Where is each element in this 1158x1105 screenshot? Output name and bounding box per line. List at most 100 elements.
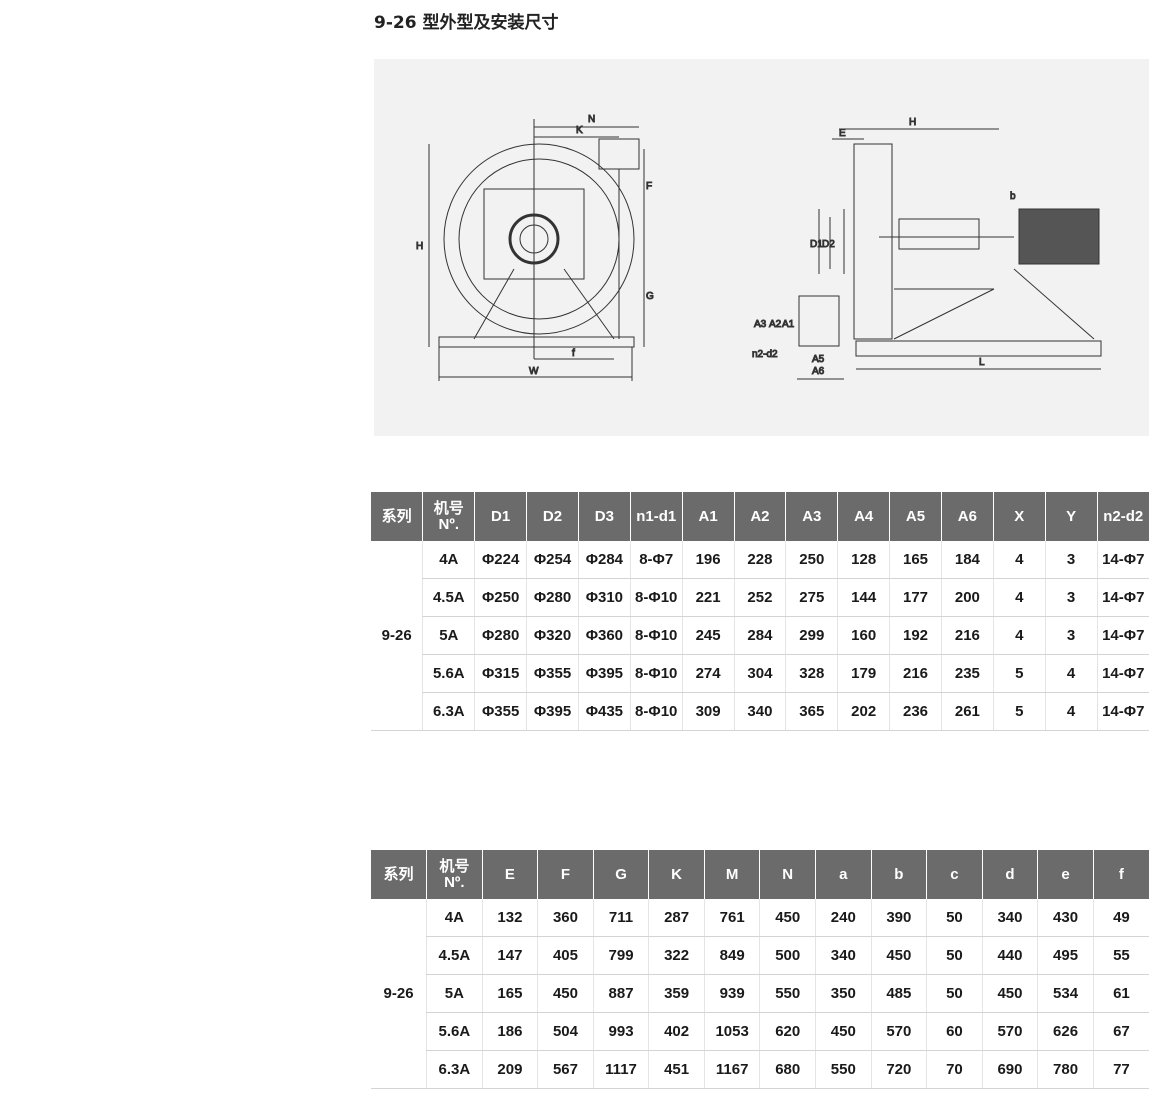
column-header: c bbox=[926, 850, 983, 899]
value-cell: 550 bbox=[815, 1050, 872, 1089]
value-cell: 165 bbox=[481, 974, 538, 1013]
label-A1: A1 bbox=[782, 319, 795, 330]
value-cell: 5 bbox=[992, 692, 1046, 731]
column-header: K bbox=[648, 850, 705, 899]
column-header: A3 bbox=[785, 492, 838, 541]
value-cell: 340 bbox=[815, 936, 872, 975]
value-cell: 177 bbox=[889, 578, 942, 617]
column-header: d bbox=[981, 850, 1038, 899]
column-header: N bbox=[759, 850, 816, 899]
page-title: 9-26 型外型及安装尺寸 bbox=[374, 13, 559, 33]
front-view bbox=[428, 119, 645, 381]
label-N: N bbox=[588, 114, 595, 125]
column-header: 机号 Nº. bbox=[426, 850, 483, 899]
label-A3: A3 bbox=[754, 319, 767, 330]
value-cell: 450 bbox=[981, 974, 1038, 1013]
value-cell: 887 bbox=[592, 974, 649, 1013]
label-n2-d2: n2-d2 bbox=[752, 349, 778, 360]
value-cell: 179 bbox=[837, 654, 890, 693]
value-cell: 450 bbox=[537, 974, 594, 1013]
model-cell: 4.5A bbox=[422, 578, 475, 617]
value-cell: 50 bbox=[926, 936, 983, 975]
value-cell: 365 bbox=[785, 692, 838, 731]
value-cell: 55 bbox=[1092, 936, 1149, 975]
value-cell: 430 bbox=[1037, 899, 1094, 937]
model-cell: 4A bbox=[426, 899, 483, 937]
value-cell: 160 bbox=[837, 616, 890, 655]
value-cell: 626 bbox=[1037, 1012, 1094, 1051]
value-cell: 235 bbox=[940, 654, 994, 693]
model-cell: 5A bbox=[426, 974, 483, 1013]
value-cell: 144 bbox=[837, 578, 890, 617]
value-cell: Φ395 bbox=[577, 654, 631, 693]
value-cell: 200 bbox=[940, 578, 994, 617]
value-cell: 4 bbox=[992, 578, 1046, 617]
value-cell: 4 bbox=[1044, 692, 1098, 731]
value-cell: 440 bbox=[981, 936, 1038, 975]
value-cell: Φ284 bbox=[577, 541, 631, 579]
label-E: E bbox=[839, 128, 846, 139]
column-header: 机号 Nº. bbox=[422, 492, 475, 541]
label-H: H bbox=[416, 241, 423, 252]
value-cell: 252 bbox=[733, 578, 786, 617]
column-header: Y bbox=[1044, 492, 1098, 541]
value-cell: 720 bbox=[870, 1050, 927, 1089]
value-cell: 550 bbox=[759, 974, 816, 1013]
value-cell: 77 bbox=[1092, 1050, 1149, 1089]
label-L: L bbox=[979, 357, 985, 368]
column-header: A6 bbox=[940, 492, 994, 541]
label-D2: D2 bbox=[822, 239, 835, 250]
label-A5: A5 bbox=[812, 354, 825, 365]
column-header: A1 bbox=[681, 492, 735, 541]
value-cell: 4 bbox=[992, 541, 1046, 579]
value-cell: 8-Φ10 bbox=[629, 616, 683, 655]
series-cell: 9-26 bbox=[371, 899, 427, 1089]
column-header: M bbox=[703, 850, 760, 899]
value-cell: 216 bbox=[889, 654, 942, 693]
model-cell: 4.5A bbox=[426, 936, 483, 975]
value-cell: 450 bbox=[815, 1012, 872, 1051]
value-cell: 3 bbox=[1044, 578, 1098, 617]
value-cell: 128 bbox=[837, 541, 890, 579]
value-cell: 504 bbox=[537, 1012, 594, 1051]
value-cell: 322 bbox=[648, 936, 705, 975]
value-cell: 284 bbox=[733, 616, 786, 655]
label-W: W bbox=[529, 366, 539, 377]
column-header: b bbox=[870, 850, 927, 899]
value-cell: 216 bbox=[940, 616, 994, 655]
value-cell: 132 bbox=[481, 899, 538, 937]
value-cell: 14-Φ7 bbox=[1096, 578, 1149, 617]
value-cell: Φ280 bbox=[526, 578, 579, 617]
value-cell: 274 bbox=[681, 654, 735, 693]
model-cell: 4A bbox=[422, 541, 475, 579]
value-cell: 570 bbox=[870, 1012, 927, 1051]
column-header: X bbox=[992, 492, 1046, 541]
column-header: e bbox=[1037, 850, 1094, 899]
value-cell: 8-Φ7 bbox=[629, 541, 683, 579]
value-cell: 4 bbox=[1044, 654, 1098, 693]
value-cell: 1167 bbox=[703, 1050, 760, 1089]
label-A6: A6 bbox=[812, 366, 825, 377]
value-cell: 60 bbox=[926, 1012, 983, 1051]
value-cell: 328 bbox=[785, 654, 838, 693]
column-header: D3 bbox=[577, 492, 631, 541]
value-cell: Φ224 bbox=[474, 541, 527, 579]
value-cell: 228 bbox=[733, 541, 786, 579]
value-cell: 570 bbox=[981, 1012, 1038, 1051]
column-header: G bbox=[592, 850, 649, 899]
label-K: K bbox=[576, 125, 583, 136]
column-header: D1 bbox=[474, 492, 527, 541]
value-cell: 1053 bbox=[703, 1012, 760, 1051]
label-F: F bbox=[646, 181, 652, 192]
value-cell: 340 bbox=[733, 692, 786, 731]
column-header: A5 bbox=[889, 492, 942, 541]
value-cell: 534 bbox=[1037, 974, 1094, 1013]
value-cell: 450 bbox=[870, 936, 927, 975]
column-header: 系列 bbox=[371, 492, 423, 541]
value-cell: Φ254 bbox=[526, 541, 579, 579]
